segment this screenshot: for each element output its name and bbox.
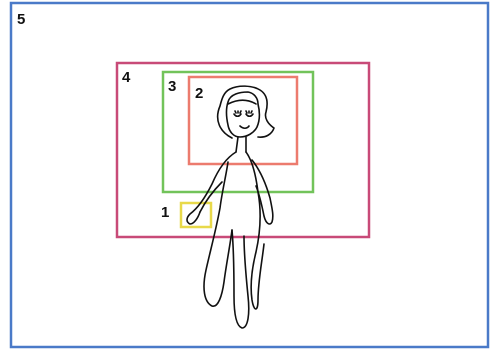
region-label-3: 3 — [168, 79, 176, 95]
region-box-3 — [163, 72, 313, 192]
girl-line-drawing-icon — [187, 86, 274, 328]
region-label-5: 5 — [17, 12, 25, 28]
region-box-5 — [11, 3, 488, 347]
region-label-1: 1 — [161, 205, 169, 221]
region-box-2 — [189, 77, 297, 164]
region-label-4: 4 — [122, 70, 130, 86]
region-box-4 — [117, 63, 369, 237]
region-label-2: 2 — [195, 86, 203, 102]
region-box-1 — [181, 203, 211, 227]
